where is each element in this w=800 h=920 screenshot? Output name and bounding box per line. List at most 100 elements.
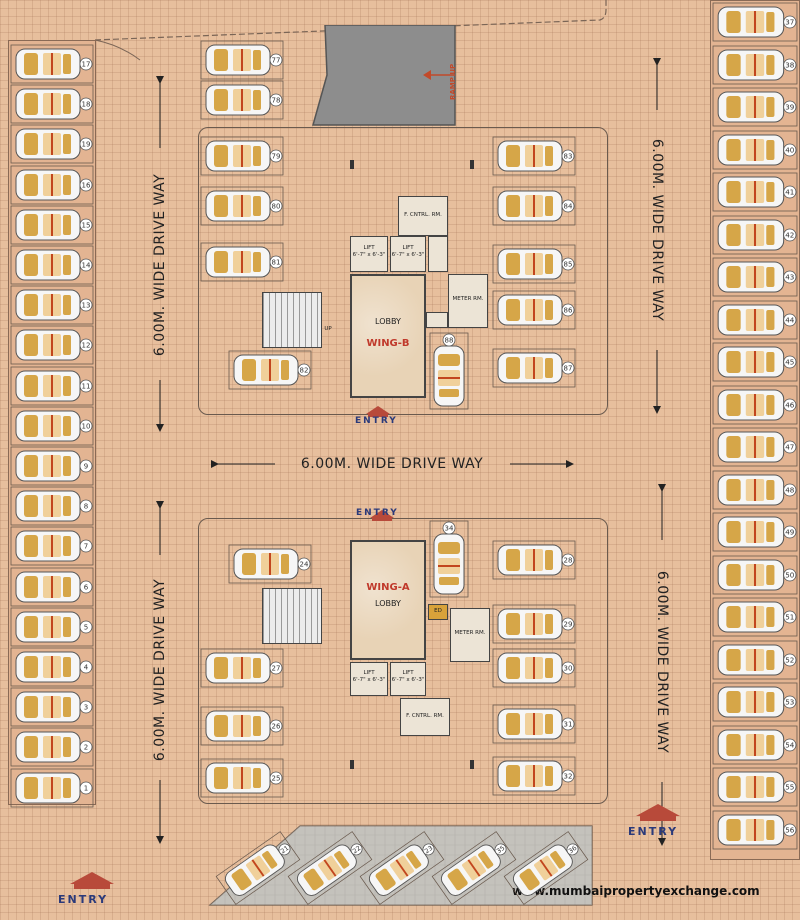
wing-a-parking-slot: 27 <box>200 648 284 688</box>
slot-number: 9 <box>84 463 88 471</box>
car-icon: 24 <box>228 544 312 584</box>
slot-number: 21 <box>279 844 290 855</box>
car-icon: 80 <box>200 186 284 226</box>
right-parking-slot: 50 <box>712 555 798 595</box>
slot-number: 41 <box>785 188 794 197</box>
car-icon: 7 <box>10 526 94 566</box>
wing-a-parking-slot: 34 <box>429 520 469 598</box>
car-icon: 3 <box>10 687 94 727</box>
car-icon: 4 <box>10 647 94 687</box>
slot-number: 84 <box>564 203 573 211</box>
wing-a-fire-control-room <box>400 698 450 736</box>
right-parking-slot: 51 <box>712 597 798 637</box>
car-icon: 17 <box>10 44 94 84</box>
right-parking-slot: 53 <box>712 682 798 722</box>
drive-way-label-middle: 6.00M. WIDE DRIVE WAY <box>300 456 484 472</box>
wing-b-parking-slot: 86 <box>492 290 576 330</box>
car-icon: 21 <box>215 831 301 905</box>
left-parking-slot: 18 <box>10 84 94 124</box>
car-icon: 46 <box>712 385 798 424</box>
slot-number: 88 <box>445 337 454 345</box>
right-parking-slot: 37 <box>712 2 798 42</box>
wing-a-entry-label: ENTRY <box>356 508 399 518</box>
car-icon: 79 <box>200 136 284 176</box>
wing-a-lobby <box>350 540 426 660</box>
slot-number: 23 <box>423 844 434 855</box>
car-icon: 13 <box>10 285 94 325</box>
left-parking-slot: 9 <box>10 446 94 486</box>
slot-number: 10 <box>82 422 91 430</box>
wing-a-lift-1-label: LIFT 6'-7" x 6'-3" <box>352 670 386 683</box>
slot-number: 81 <box>272 259 281 267</box>
car-icon: 40 <box>712 130 798 169</box>
slot-number: 11 <box>82 382 91 390</box>
wing-b-parking-slot: 88 <box>429 332 469 410</box>
car-icon: 88 <box>429 332 469 410</box>
car-icon: 50 <box>712 555 798 594</box>
right-parking-slot: 47 <box>712 427 798 467</box>
slot-number: 8 <box>84 503 88 511</box>
wing-b-shaft <box>428 236 448 272</box>
left-parking-slot: 2 <box>10 727 94 767</box>
wing-a-parking-slot: 24 <box>228 544 312 584</box>
slot-number: 77 <box>272 57 281 65</box>
slot-number: 18 <box>82 101 91 109</box>
slot-number: 37 <box>785 18 794 27</box>
car-icon: 22 <box>287 831 373 905</box>
car-icon: 55 <box>712 767 798 807</box>
slot-number: 31 <box>564 721 573 729</box>
car-icon: 44 <box>712 300 798 339</box>
wing-a-lift-2 <box>390 662 426 696</box>
wing-a-parking-slot: 30 <box>492 648 576 688</box>
entry-arrow-icon <box>636 804 680 821</box>
car-icon: 34 <box>429 520 469 598</box>
wing-b-ed <box>426 312 448 328</box>
slot-number: 24 <box>300 561 309 569</box>
slot-number: 22 <box>351 844 362 855</box>
left-parking-slot: 12 <box>10 325 94 365</box>
wing-b-stair-up-label: UP <box>324 326 332 332</box>
car-icon: 16 <box>10 165 94 204</box>
wing-b-parking-slot: 80 <box>200 186 284 226</box>
right-parking-slot: 42 <box>712 215 798 255</box>
slot-number: 45 <box>785 358 794 367</box>
slot-number: 14 <box>82 262 91 270</box>
diagonal-parking-slot: 35 <box>431 830 517 905</box>
slot-number: 35 <box>495 844 506 855</box>
wing-b-parking-slot: 84 <box>492 186 576 226</box>
car-icon: 42 <box>712 215 798 254</box>
car-icon: 45 <box>712 342 798 382</box>
car-icon: 5 <box>10 607 94 647</box>
entry-arrow-icon <box>370 510 394 521</box>
right-parking-slot: 48 <box>712 470 798 510</box>
slot-number: 17 <box>82 61 91 69</box>
car-icon: 48 <box>712 470 798 509</box>
pillar <box>350 760 354 769</box>
car-icon: 82 <box>228 350 312 390</box>
car-icon: 87 <box>492 348 576 388</box>
car-icon: 77 <box>200 40 284 80</box>
slot-number: 51 <box>785 613 794 622</box>
car-icon: 19 <box>10 124 94 164</box>
car-icon: 52 <box>712 640 798 679</box>
slot-number: 53 <box>785 698 794 707</box>
wing-b-meter-label: METER RM. <box>452 296 484 302</box>
wing-a-title: WING-A <box>366 582 410 593</box>
slot-number: 83 <box>564 153 573 161</box>
left-parking-slot: 19 <box>10 124 94 164</box>
car-icon: 11 <box>10 366 94 405</box>
wing-a-fire-control-label: F. CNTRL. RM. <box>406 713 444 719</box>
slot-number: 15 <box>82 221 91 229</box>
wing-a-courtyard <box>198 518 608 804</box>
car-icon: 2 <box>10 727 94 767</box>
right-parking-slot: 41 <box>712 172 798 212</box>
car-icon: 53 <box>712 682 798 722</box>
wing-b-fire-control-room <box>398 196 448 236</box>
car-icon: 1 <box>10 768 94 807</box>
slot-number: 27 <box>272 665 281 673</box>
slot-number: 54 <box>785 740 795 749</box>
slot-number: 48 <box>785 485 795 494</box>
